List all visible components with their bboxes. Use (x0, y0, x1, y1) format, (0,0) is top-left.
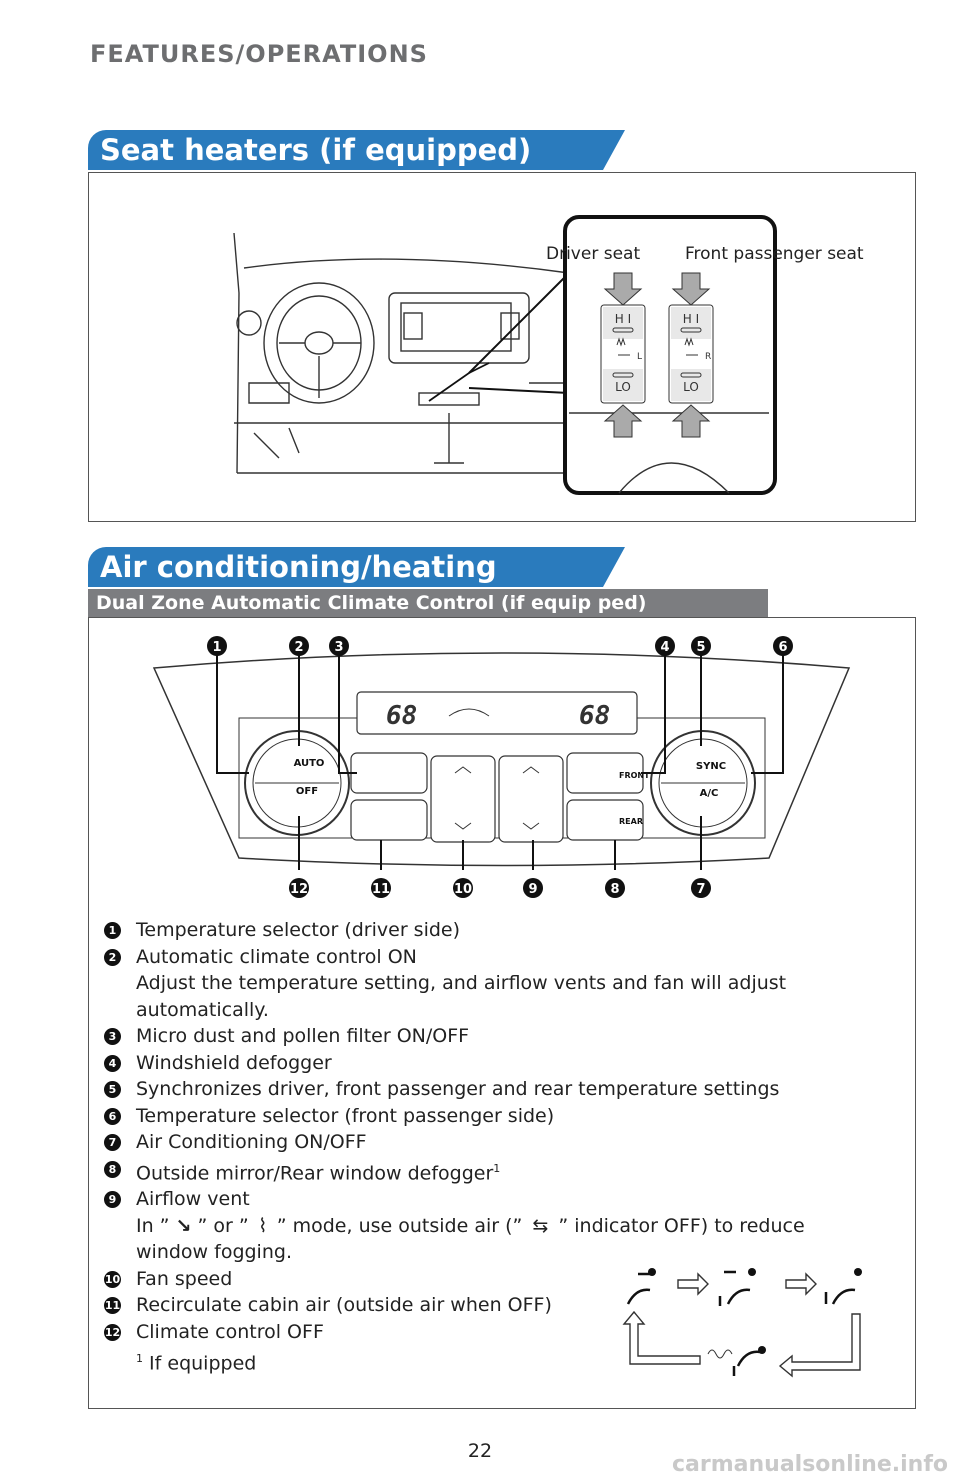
items-list: 1 Temperature selector (driver side) 2 Aut… (104, 917, 884, 1345)
extra-text: ” indicator OFF) to reduce window foggin… (136, 1214, 805, 1264)
list-item: 7 Air Conditioning ON/OFF (104, 1129, 884, 1156)
auto-label: AUTO (294, 758, 325, 769)
item-number: 8 (104, 1160, 121, 1178)
item-text: Temperature selector (front passenger si… (136, 1104, 555, 1127)
watermark: carmanualsonline.info (672, 1452, 948, 1477)
right-tag: R (705, 352, 711, 362)
item-number: 5 (104, 1081, 121, 1098)
callout-7: 7 (696, 882, 705, 897)
airflow-mode-diagram (622, 1268, 862, 1378)
callout-11: 11 (372, 882, 390, 897)
air-subtitle: Dual Zone Automatic Climate Control (if … (88, 589, 768, 617)
callout-4: 4 (660, 640, 669, 655)
air-banner: Air conditioning/heating (88, 547, 625, 587)
item-number: 6 (104, 1107, 121, 1125)
page-number: 22 (467, 1440, 493, 1462)
list-item: 10 Fan speed (104, 1266, 884, 1293)
display-right-temp: 68 (579, 701, 610, 731)
list-item: 9 Airflow vent (104, 1186, 884, 1213)
front-label: FRONT (619, 771, 650, 780)
list-item: 1 Temperature selector (driver side) (104, 917, 884, 944)
item-text: Fan speed (136, 1267, 233, 1290)
passenger-seat-label: Front passenger seat (685, 244, 864, 264)
rear-label: REAR (619, 817, 643, 826)
list-item: 3 Micro dust and pollen filter ON/OFF (104, 1023, 884, 1050)
callout-6: 6 (778, 640, 787, 655)
footnote: 1 If equipped (136, 1352, 256, 1374)
callout-3: 3 (334, 640, 343, 655)
dashboard-illustration: H I H I LO LO L R (233, 215, 777, 495)
list-item: 5 Synchronizes driver, front passenger an… (104, 1076, 884, 1103)
driver-seat-label: Driver seat (546, 244, 641, 264)
list-item: 2 Automatic climate control ON (104, 944, 884, 971)
lo-label-right: LO (683, 380, 699, 394)
item-text: Windshield defogger (136, 1051, 332, 1074)
item-text: Synchronizes driver, front passenger and… (136, 1078, 780, 1100)
item-number: 2 (104, 948, 121, 966)
callout-5: 5 (696, 640, 705, 655)
outside-air-icon: ⇆ (532, 1214, 549, 1237)
callout-10: 10 (454, 882, 472, 897)
callout-9: 9 (528, 882, 537, 897)
defrost-icon: ⌇ (258, 1214, 268, 1237)
ac-label: A/C (700, 788, 719, 799)
item-text: Airflow vent (136, 1188, 250, 1211)
air-box: 68 68 AUTO OFF SYNC A/C FRONT REAR (88, 617, 916, 1409)
footnote-text: If equipped (149, 1352, 257, 1375)
sync-label: SYNC (696, 761, 726, 772)
list-item: 8 Outside mirror/Rear window defogger1 (104, 1156, 884, 1187)
callout-1: 1 (212, 640, 221, 655)
off-label: OFF (296, 786, 318, 797)
list-item: 4 Windshield defogger (104, 1050, 884, 1077)
item-text: Temperature selector (driver side) (136, 919, 461, 941)
item-number: 7 (104, 1134, 121, 1151)
item-text: Climate control OFF (136, 1320, 324, 1343)
callout-8: 8 (610, 882, 619, 897)
callout-2: 2 (294, 640, 303, 655)
item-number: 3 (104, 1028, 121, 1045)
item-text: Outside mirror/Rear window defogger (136, 1161, 494, 1184)
seat-heaters-banner: Seat heaters (if equipped) (88, 130, 625, 170)
extra-text: ” mode, use outside air (” (276, 1214, 523, 1237)
item-number: 1 (104, 922, 121, 939)
item-number: 4 (104, 1054, 121, 1072)
extra-text: In ” (136, 1214, 170, 1237)
list-item: 6 Temperature selector (front passenger s… (104, 1103, 884, 1130)
lo-label-left: LO (615, 380, 631, 394)
climate-panel-illustration: 68 68 AUTO OFF SYNC A/C FRONT REAR (152, 636, 851, 898)
item-extra: In ”↘” or ” ⌇ ” mode, use outside air (” ⇆”… (104, 1213, 876, 1266)
item-text: Air Conditioning ON/OFF (136, 1131, 367, 1153)
footnote-mark: 1 (136, 1352, 143, 1365)
item-text: Automatic climate control ON (136, 945, 417, 968)
item-text: Recirculate cabin air (outside air when … (136, 1294, 552, 1317)
hi-label-right: H I (683, 312, 699, 326)
vent-face-icon: ↘ (175, 1214, 192, 1237)
list-item: 11 Recirculate cabin air (outside air whe… (104, 1292, 884, 1319)
item-number: 11 (104, 1297, 121, 1315)
item-number: 9 (104, 1191, 121, 1209)
item-number: 12 (104, 1323, 121, 1341)
item-number: 10 (104, 1270, 121, 1288)
seat-heaters-box: H I H I LO LO L R Driver seat Front pass… (88, 172, 916, 522)
item-text: Micro dust and pollen filter ON/OFF (136, 1025, 470, 1047)
callout-12: 12 (290, 882, 308, 897)
list-item: 12 Climate control OFF (104, 1319, 884, 1346)
footnote-ref: 1 (493, 1161, 501, 1175)
item-extra: Adjust the temperature setting, and airf… (136, 972, 787, 1021)
section-label: FEATURES/OPERATIONS (90, 40, 428, 68)
extra-text: ” or ” (197, 1214, 249, 1237)
left-tag: L (637, 352, 642, 362)
hi-label-left: H I (615, 312, 631, 326)
display-left-temp: 68 (386, 701, 417, 731)
